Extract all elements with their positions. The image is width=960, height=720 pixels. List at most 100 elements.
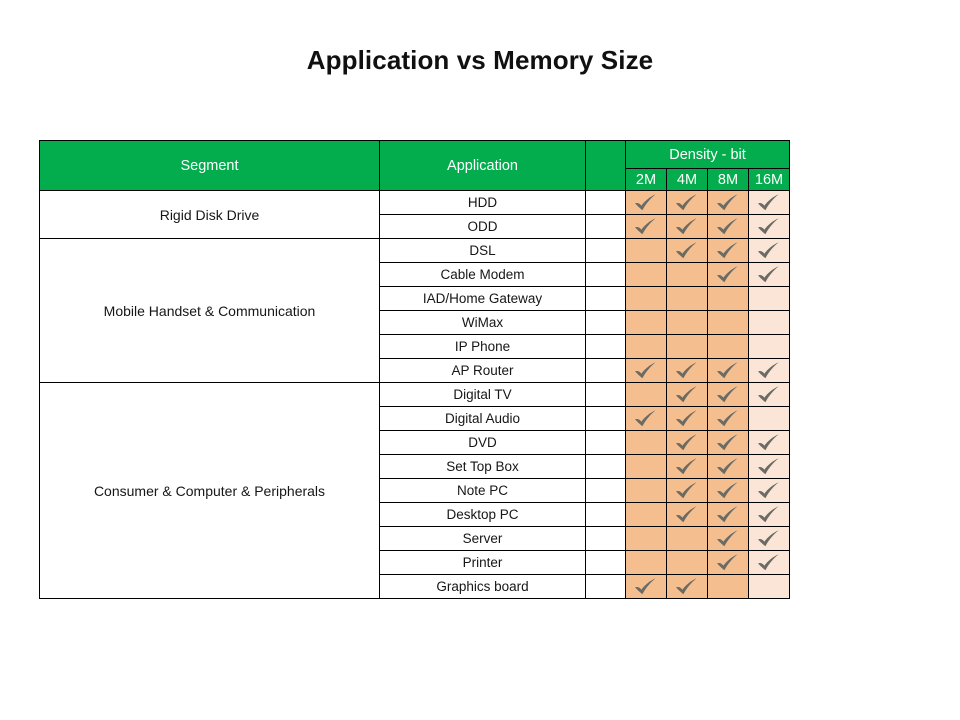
table-row: ODD — [40, 214, 790, 239]
spacer-cell — [585, 574, 626, 599]
spacer-cell — [585, 358, 626, 383]
density-cell-16m — [748, 526, 790, 551]
density-cell-4m — [666, 526, 708, 551]
density-cell-8m — [707, 574, 749, 599]
application-cell: Printer — [379, 550, 586, 575]
table-row: Graphics board — [40, 574, 790, 599]
density-cell-8m — [707, 454, 749, 479]
density-cell-2m — [625, 454, 667, 479]
check-mark-icon — [667, 479, 707, 502]
column-header-density-group: Density - bit — [625, 140, 790, 169]
density-cell-16m — [748, 358, 790, 383]
check-mark-icon — [708, 239, 748, 262]
spacer-cell — [585, 406, 626, 431]
density-cell-2m — [625, 310, 667, 335]
density-cell-8m — [707, 238, 749, 263]
check-mark-icon — [667, 407, 707, 430]
density-cell-8m — [707, 406, 749, 431]
check-mark-icon — [749, 431, 789, 454]
density-cell-4m — [666, 262, 708, 287]
check-mark-icon — [749, 191, 789, 214]
check-mark-icon — [749, 479, 789, 502]
density-cell-16m — [748, 334, 790, 359]
density-cell-4m — [666, 214, 708, 239]
density-cell-4m — [666, 550, 708, 575]
density-cell-8m — [707, 502, 749, 527]
spacer-cell — [585, 454, 626, 479]
check-mark-icon — [749, 359, 789, 382]
application-cell: IAD/Home Gateway — [379, 286, 586, 311]
density-cell-16m — [748, 190, 790, 215]
table-row: Digital Audio — [40, 406, 790, 431]
density-cell-4m — [666, 190, 708, 215]
density-cell-2m — [625, 238, 667, 263]
column-header-16m: 16M — [748, 168, 790, 191]
density-cell-4m — [666, 430, 708, 455]
spacer-cell — [585, 262, 626, 287]
density-cell-4m — [666, 310, 708, 335]
application-cell: Cable Modem — [379, 262, 586, 287]
density-cell-16m — [748, 238, 790, 263]
application-cell: Desktop PC — [379, 502, 586, 527]
check-mark-icon — [667, 431, 707, 454]
table-header: Segment Application Density - bit 2M 4M … — [39, 140, 790, 191]
check-mark-icon — [708, 263, 748, 286]
spacer-cell — [585, 502, 626, 527]
density-cell-2m — [625, 334, 667, 359]
table-row: Set Top Box — [40, 454, 790, 479]
check-mark-icon — [749, 551, 789, 574]
density-cell-2m — [625, 262, 667, 287]
spacer-cell — [585, 214, 626, 239]
check-mark-icon — [667, 383, 707, 406]
column-header-2m: 2M — [625, 168, 667, 191]
density-cell-4m — [666, 574, 708, 599]
density-cell-8m — [707, 550, 749, 575]
density-cell-8m — [707, 190, 749, 215]
table-row: IP Phone — [40, 334, 790, 359]
table-row: AP Router — [40, 358, 790, 383]
density-cell-16m — [748, 406, 790, 431]
density-cell-16m — [748, 574, 790, 599]
segment-cell: Mobile Handset & Communication — [39, 238, 380, 383]
check-mark-icon — [708, 359, 748, 382]
density-cell-2m — [625, 358, 667, 383]
density-cell-4m — [666, 478, 708, 503]
density-cell-2m — [625, 406, 667, 431]
density-cell-8m — [707, 382, 749, 407]
check-mark-icon — [708, 215, 748, 238]
density-cell-2m — [625, 574, 667, 599]
density-cell-16m — [748, 310, 790, 335]
spacer-cell — [585, 526, 626, 551]
table-row: Note PC — [40, 478, 790, 503]
density-cell-4m — [666, 382, 708, 407]
density-cell-8m — [707, 430, 749, 455]
density-cell-16m — [748, 382, 790, 407]
density-cell-2m — [625, 214, 667, 239]
density-cell-4m — [666, 358, 708, 383]
table-row: Printer — [40, 550, 790, 575]
density-cell-8m — [707, 310, 749, 335]
column-header-4m: 4M — [666, 168, 708, 191]
spacer-cell — [585, 334, 626, 359]
density-cell-4m — [666, 502, 708, 527]
check-mark-icon — [626, 575, 666, 598]
check-mark-icon — [708, 455, 748, 478]
check-mark-icon — [749, 263, 789, 286]
density-cell-4m — [666, 286, 708, 311]
table-row: Desktop PC — [40, 502, 790, 527]
table-row: Server — [40, 526, 790, 551]
density-cell-16m — [748, 286, 790, 311]
check-mark-icon — [708, 527, 748, 550]
density-cell-2m — [625, 190, 667, 215]
application-memory-matrix: Segment Application Density - bit 2M 4M … — [39, 140, 790, 599]
check-mark-icon — [667, 215, 707, 238]
segment-cell: Rigid Disk Drive — [39, 190, 380, 239]
check-mark-icon — [667, 455, 707, 478]
check-mark-icon — [708, 191, 748, 214]
density-cell-4m — [666, 406, 708, 431]
check-mark-icon — [749, 503, 789, 526]
